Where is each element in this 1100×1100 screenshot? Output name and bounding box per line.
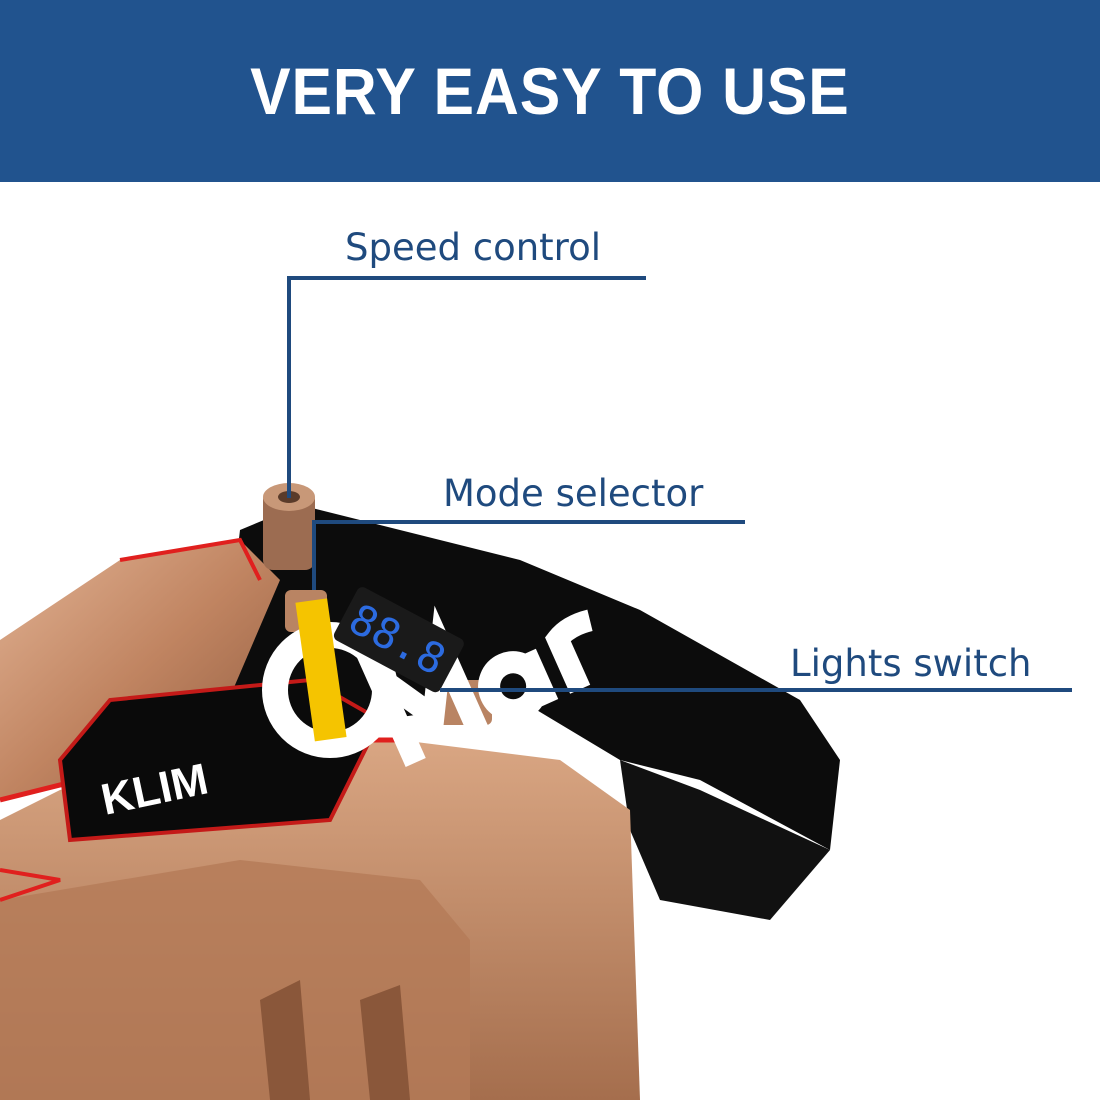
page-title: VERY EASY TO USE [250,54,850,128]
callout-speed-control: Speed control [345,226,602,269]
callout-lights-switch: Lights switch [790,642,1032,685]
callout-line [287,276,291,498]
callout-line [287,276,646,280]
watermark-logo [262,598,593,767]
header-banner: VERY EASY TO USE [0,0,1100,182]
callout-line [312,520,745,524]
callout-mode-selector: Mode selector [443,472,704,515]
callout-line [312,520,316,590]
callout-line [440,688,1072,692]
